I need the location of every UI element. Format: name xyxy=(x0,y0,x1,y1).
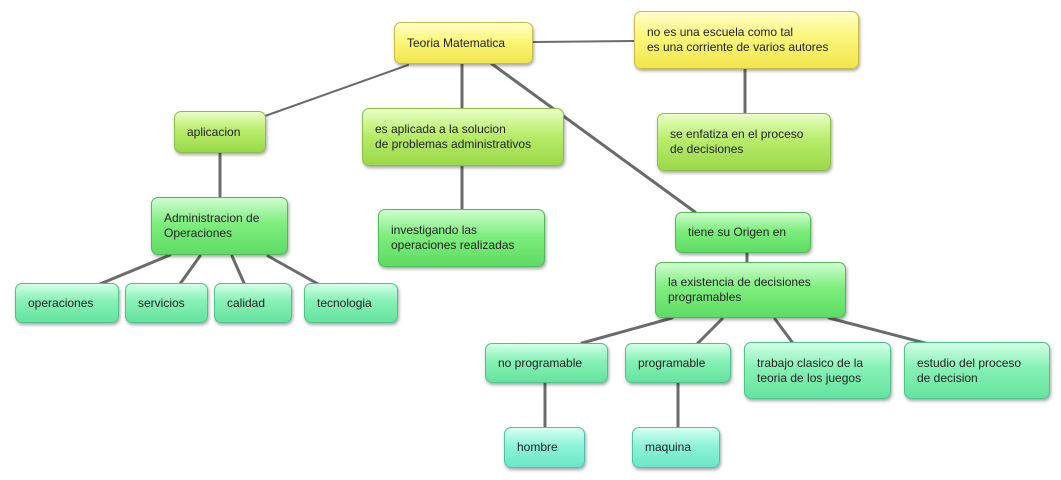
node-label: hombre xyxy=(517,440,558,454)
link-existencia-programable xyxy=(696,317,724,345)
node-tecnologia[interactable]: tecnologia xyxy=(304,283,398,323)
node-label: tecnologia xyxy=(317,295,372,310)
node-programable[interactable]: programable xyxy=(625,343,731,383)
node-operaciones[interactable]: operaciones xyxy=(15,283,119,323)
node-calidad[interactable]: calidad xyxy=(214,283,292,323)
node-trabajo-clasico[interactable]: trabajo clasico de la teoria de los jueg… xyxy=(744,342,891,399)
node-estudio[interactable]: estudio del proceso de decision xyxy=(904,342,1050,399)
node-label: Teoria Matematica xyxy=(407,35,506,50)
node-servicios[interactable]: servicios xyxy=(125,283,208,323)
node-label: la existencia de decisiones programables xyxy=(668,275,811,304)
node-no-es-escuela[interactable]: no es una escuela como tal es una corrie… xyxy=(634,11,859,69)
node-no-programable[interactable]: no programable xyxy=(485,343,608,383)
node-label: operaciones xyxy=(28,295,94,310)
link-admin-servicios xyxy=(178,254,202,286)
node-label: servicios xyxy=(138,295,185,310)
link-root-note xyxy=(532,40,635,43)
node-se-enfatiza[interactable]: se enfatiza en el proceso de decisiones xyxy=(657,113,831,171)
node-label: trabajo clasico de la teoria de los jueg… xyxy=(757,355,864,385)
node-tiene-origen[interactable]: tiene su Origen en xyxy=(675,212,811,253)
link-existencia-estudio xyxy=(827,316,927,345)
node-label: estudio del proceso de decision xyxy=(917,355,1022,385)
link-admin-tecnologia xyxy=(266,254,320,286)
node-label: no es una escuela como tal es una corrie… xyxy=(647,25,829,54)
node-existencia[interactable]: la existencia de decisiones programables xyxy=(655,262,846,318)
node-label: es aplicada a la solucion de problemas a… xyxy=(375,122,532,151)
node-maquina[interactable]: maquina xyxy=(632,427,720,468)
node-label: maquina xyxy=(645,440,692,454)
node-administracion[interactable]: Administracion de Operaciones xyxy=(151,197,288,255)
link-root-aplicacion xyxy=(264,64,409,117)
node-label: tiene su Origen en xyxy=(688,225,787,239)
node-es-aplicada[interactable]: es aplicada a la solucion de problemas a… xyxy=(362,108,564,166)
node-label: no programable xyxy=(498,355,583,370)
node-label: se enfatiza en el proceso de decisiones xyxy=(670,127,804,156)
node-label: programable xyxy=(638,355,706,370)
link-admin-operaciones xyxy=(98,253,172,286)
link-root-tiene-origen xyxy=(490,62,697,214)
node-label: Administracion de Operaciones xyxy=(164,211,260,240)
node-hombre[interactable]: hombre xyxy=(504,427,585,468)
node-investigando[interactable]: investigando las operaciones realizadas xyxy=(378,209,545,267)
link-admin-calidad xyxy=(230,254,246,285)
link-existencia-no-programable xyxy=(580,316,674,345)
link-existencia-trabajo xyxy=(773,317,794,344)
node-label: calidad xyxy=(227,295,266,310)
node-label: aplicacion xyxy=(187,124,241,139)
node-label: investigando las operaciones realizadas xyxy=(391,223,515,252)
node-aplicacion[interactable]: aplicacion xyxy=(174,111,266,153)
node-teoria-matematica[interactable]: Teoria Matematica xyxy=(394,22,533,64)
